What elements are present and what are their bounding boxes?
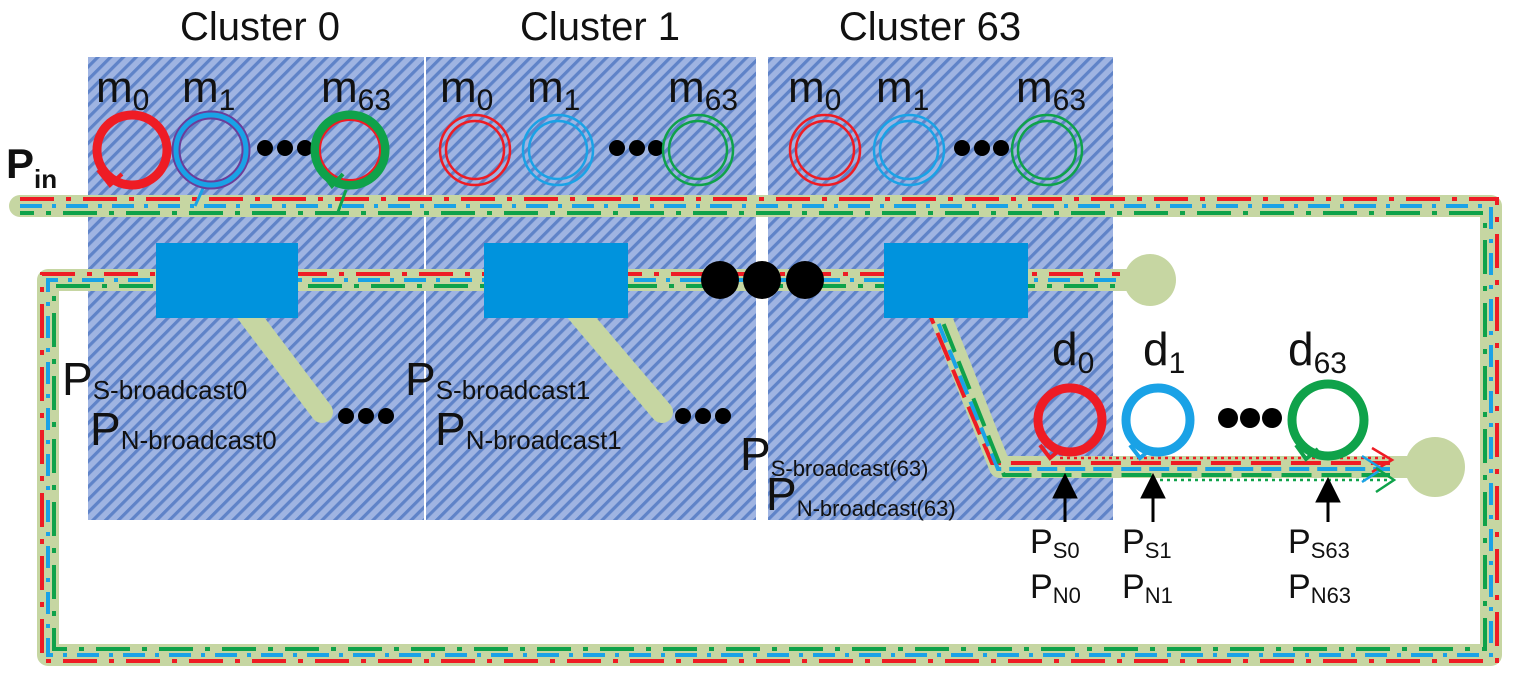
broadcast-n-label: PN-broadcast(63) bbox=[766, 468, 956, 521]
cluster-1-rings bbox=[438, 113, 735, 187]
drop-ring-labels: d0 d1 d63 bbox=[1052, 323, 1347, 380]
ps-label: PS63 bbox=[1288, 523, 1350, 563]
broadcast-s-label: PS-broadcast(63) bbox=[740, 428, 928, 481]
ring-label: m1 bbox=[527, 63, 580, 117]
detector-power-labels: PS0 PN0 PS1 PN1 PS63 PN63 bbox=[1030, 523, 1351, 608]
drop-rings bbox=[1033, 379, 1369, 462]
arrow-up-icon bbox=[1315, 476, 1341, 522]
drop-green-trace bbox=[932, 299, 1390, 477]
ring-label: m63 bbox=[1016, 63, 1086, 117]
drop-green-arrowhead bbox=[1375, 466, 1397, 494]
ellipsis-dots-icon bbox=[675, 408, 731, 424]
pn-label: PN1 bbox=[1122, 568, 1173, 608]
ps-label: PS1 bbox=[1122, 523, 1172, 563]
broadcast-labels: PS-broadcast0 PN-broadcast0 PS-broadcast… bbox=[62, 353, 956, 521]
ring-label: m0 bbox=[788, 63, 841, 117]
ellipsis-dots-icon bbox=[954, 140, 1009, 156]
microring-icon bbox=[1033, 383, 1107, 461]
bus-terminator bbox=[1124, 254, 1176, 306]
ring-label: m1 bbox=[182, 63, 235, 117]
power-splitter-icon bbox=[484, 243, 628, 318]
power-splitter-icon bbox=[884, 243, 1028, 318]
ring-label: m63 bbox=[668, 63, 738, 117]
arrow-up-icon bbox=[1052, 472, 1078, 522]
ring-label: m63 bbox=[321, 63, 391, 117]
cluster-63-title: Cluster 63 bbox=[839, 5, 1021, 49]
ellipsis-dots-icon bbox=[1218, 408, 1282, 428]
microring-icon bbox=[1010, 113, 1084, 187]
splitters bbox=[156, 243, 1028, 318]
pn-label: PN0 bbox=[1030, 568, 1081, 608]
ring-coupler-m63-c0 bbox=[336, 189, 348, 213]
microring-icon bbox=[521, 113, 595, 187]
drop-ring-label: d63 bbox=[1288, 323, 1347, 380]
microring-icon bbox=[661, 113, 735, 187]
red-signal-trace bbox=[20, 197, 1499, 663]
power-splitter-icon bbox=[156, 243, 298, 318]
drop-red-trace bbox=[920, 295, 1390, 465]
ring-label: m0 bbox=[96, 63, 149, 117]
drop-blue-arrowhead bbox=[1361, 454, 1385, 484]
broadcast-n-label: PN-broadcast0 bbox=[90, 403, 277, 455]
arrow-up-icon bbox=[1140, 472, 1166, 522]
drop-ring-label: d0 bbox=[1052, 323, 1094, 380]
cluster-1-title: Cluster 1 bbox=[520, 5, 680, 49]
ps-label: PS0 bbox=[1030, 523, 1080, 563]
drop-blue-trace bbox=[926, 297, 1390, 471]
microring-icon bbox=[438, 113, 512, 187]
ellipsis-dots-icon bbox=[338, 408, 394, 424]
microring-icon bbox=[1121, 383, 1195, 461]
cluster-0-rings bbox=[92, 110, 390, 190]
ring-labels: m0 m1 m63 m0 m1 m63 m0 m1 m63 bbox=[96, 63, 1086, 117]
detector-arrows bbox=[1052, 472, 1341, 522]
microring-icon bbox=[171, 110, 251, 190]
cluster-63-rings bbox=[788, 113, 1084, 187]
cluster-titles: Cluster 0 Cluster 1 Cluster 63 bbox=[180, 5, 1021, 49]
microring-icon bbox=[92, 110, 172, 190]
pn-label: PN63 bbox=[1288, 568, 1351, 608]
drop-ring-label: d1 bbox=[1143, 323, 1185, 380]
ring-label: m0 bbox=[440, 63, 493, 117]
input-power-label: Pin bbox=[6, 140, 57, 194]
broadcast-n-label: PN-broadcast1 bbox=[435, 403, 622, 455]
broadcast-s-label: PS-broadcast0 bbox=[62, 353, 247, 405]
cluster-0-title: Cluster 0 bbox=[180, 5, 340, 49]
ellipsis-dots-icon bbox=[257, 140, 313, 156]
ellipsis-dots-icon bbox=[609, 140, 664, 156]
microring-icon bbox=[872, 113, 946, 187]
broadcast-s-label: PS-broadcast1 bbox=[405, 353, 590, 405]
drop-terminator bbox=[1405, 437, 1465, 497]
microring-icon bbox=[310, 110, 390, 190]
ellipsis-dots-icon bbox=[701, 261, 824, 299]
ring-label: m1 bbox=[876, 63, 929, 117]
microring-icon bbox=[1287, 379, 1369, 462]
microring-icon bbox=[788, 113, 862, 187]
ellipsis-groups bbox=[257, 140, 1282, 428]
